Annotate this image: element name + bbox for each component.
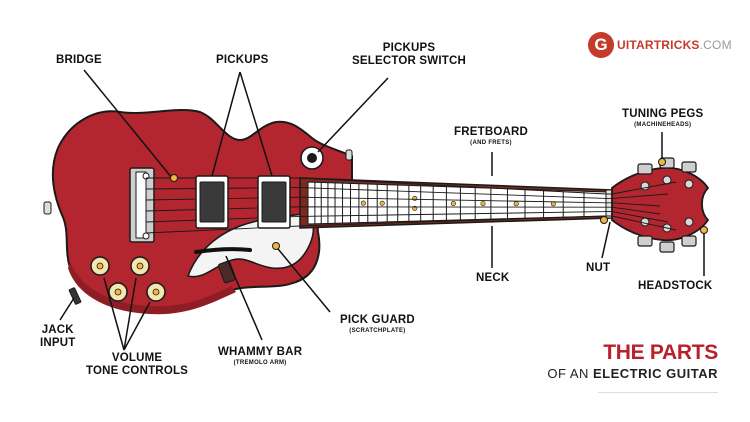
bridge (129, 167, 155, 243)
pickup-selector-switch (300, 146, 324, 170)
pickups (195, 175, 291, 229)
label-controls-line1: VOLUME (111, 352, 163, 364)
guitar-string (145, 215, 677, 234)
label-pickups-selector: PICKUPS SELECTOR SWITCH (352, 42, 466, 68)
tuning-pegs (637, 157, 697, 253)
label-fretboard-main: FRETBOARD (454, 126, 528, 138)
guitartricks-logo: G UITARTRICKS.COM (588, 32, 732, 58)
label-jack-input-line2: INPUT (40, 337, 76, 349)
label-pickups: PICKUPS (216, 54, 269, 66)
label-pick-guard-sub: (SCRATCHPLATE) (349, 328, 406, 334)
label-pick-guard: PICK GUARD (SCRATCHPLATE) (340, 314, 415, 336)
peg-button (681, 161, 697, 173)
logo-text-main: UITARTRICKS (617, 38, 700, 52)
fret-marker (412, 195, 418, 201)
whammy-bar (194, 247, 252, 254)
peg-post (640, 217, 650, 227)
logo-text-suffix: .COM (699, 38, 732, 52)
jack-input (68, 287, 82, 305)
peg-button (681, 235, 697, 247)
bridge-saddle (135, 171, 147, 239)
label-pickups-selector-line2: SELECTOR SWITCH (352, 55, 466, 67)
fret-marker (360, 200, 366, 206)
bridge-pickup (195, 175, 229, 229)
label-pick-guard-main: PICK GUARD (340, 314, 415, 326)
guitar-string (145, 211, 669, 223)
control-knobs (90, 256, 166, 302)
label-controls-line2: TONE CONTROLS (86, 365, 189, 377)
callout-lines (59, 69, 705, 351)
guitar-string (145, 187, 669, 199)
label-whammy-bar-main: WHAMMY BAR (218, 346, 303, 358)
label-tuning-pegs-sub: (MACHINEHEADS) (634, 122, 692, 128)
title-rule (598, 392, 718, 393)
label-fretboard: FRETBOARD (AND FRETS) (454, 126, 528, 148)
fret-marker (513, 201, 519, 207)
label-tuning-pegs: TUNING PEGS (MACHINEHEADS) (622, 108, 703, 130)
strings (145, 177, 677, 234)
strap-button-right (345, 149, 353, 161)
title-subtitle: OF AN ELECTRIC GUITAR (547, 364, 718, 384)
logo-wordmark: UITARTRICKS.COM (617, 38, 732, 52)
peg-button (637, 163, 653, 175)
label-jack-input-line1: JACK (41, 324, 74, 336)
headstock (611, 157, 710, 253)
title-main: THE PARTS (603, 341, 718, 364)
callout-dots (170, 158, 708, 250)
strap-button-left (43, 201, 52, 215)
bridge-screw-top (142, 172, 150, 180)
label-whammy-bar: WHAMMY BAR (TREMOLO ARM) (218, 346, 302, 368)
label-bridge: BRIDGE (56, 54, 102, 66)
label-whammy-bar-sub: (TREMOLO ARM) (233, 360, 287, 366)
label-neck: NECK (476, 272, 510, 284)
label-pickups-selector-line1: PICKUPS (382, 42, 436, 54)
fret-marker (480, 201, 486, 207)
label-volume-tone-controls: VOLUME TONE CONTROLS (86, 352, 188, 378)
peg-button (659, 241, 675, 253)
peg-post (684, 217, 694, 227)
title-block: THE PARTS OF AN ELECTRIC GUITAR (547, 342, 718, 384)
peg-post (640, 181, 650, 191)
label-headstock: HEADSTOCK (638, 280, 713, 292)
fret-marker (450, 200, 456, 206)
guitar-string (145, 196, 661, 207)
label-fretboard-sub: (AND FRETS) (470, 140, 512, 146)
title-sub-bold: ELECTRIC GUITAR (593, 366, 718, 381)
peg-post (684, 179, 694, 189)
neck-pickup (257, 175, 291, 229)
label-nut: NUT (586, 262, 611, 274)
title-sub-prefix: OF AN (547, 366, 589, 381)
guitar-string (146, 177, 677, 195)
logo-g-mark: G (588, 32, 614, 58)
peg-button (637, 235, 653, 247)
guitar-string (145, 206, 661, 215)
label-tuning-pegs-main: TUNING PEGS (622, 108, 704, 120)
label-jack-input: JACK INPUT (40, 324, 76, 350)
bridge-screw-bottom (142, 232, 150, 240)
fret-marker (379, 200, 385, 206)
pickguard (186, 213, 315, 278)
